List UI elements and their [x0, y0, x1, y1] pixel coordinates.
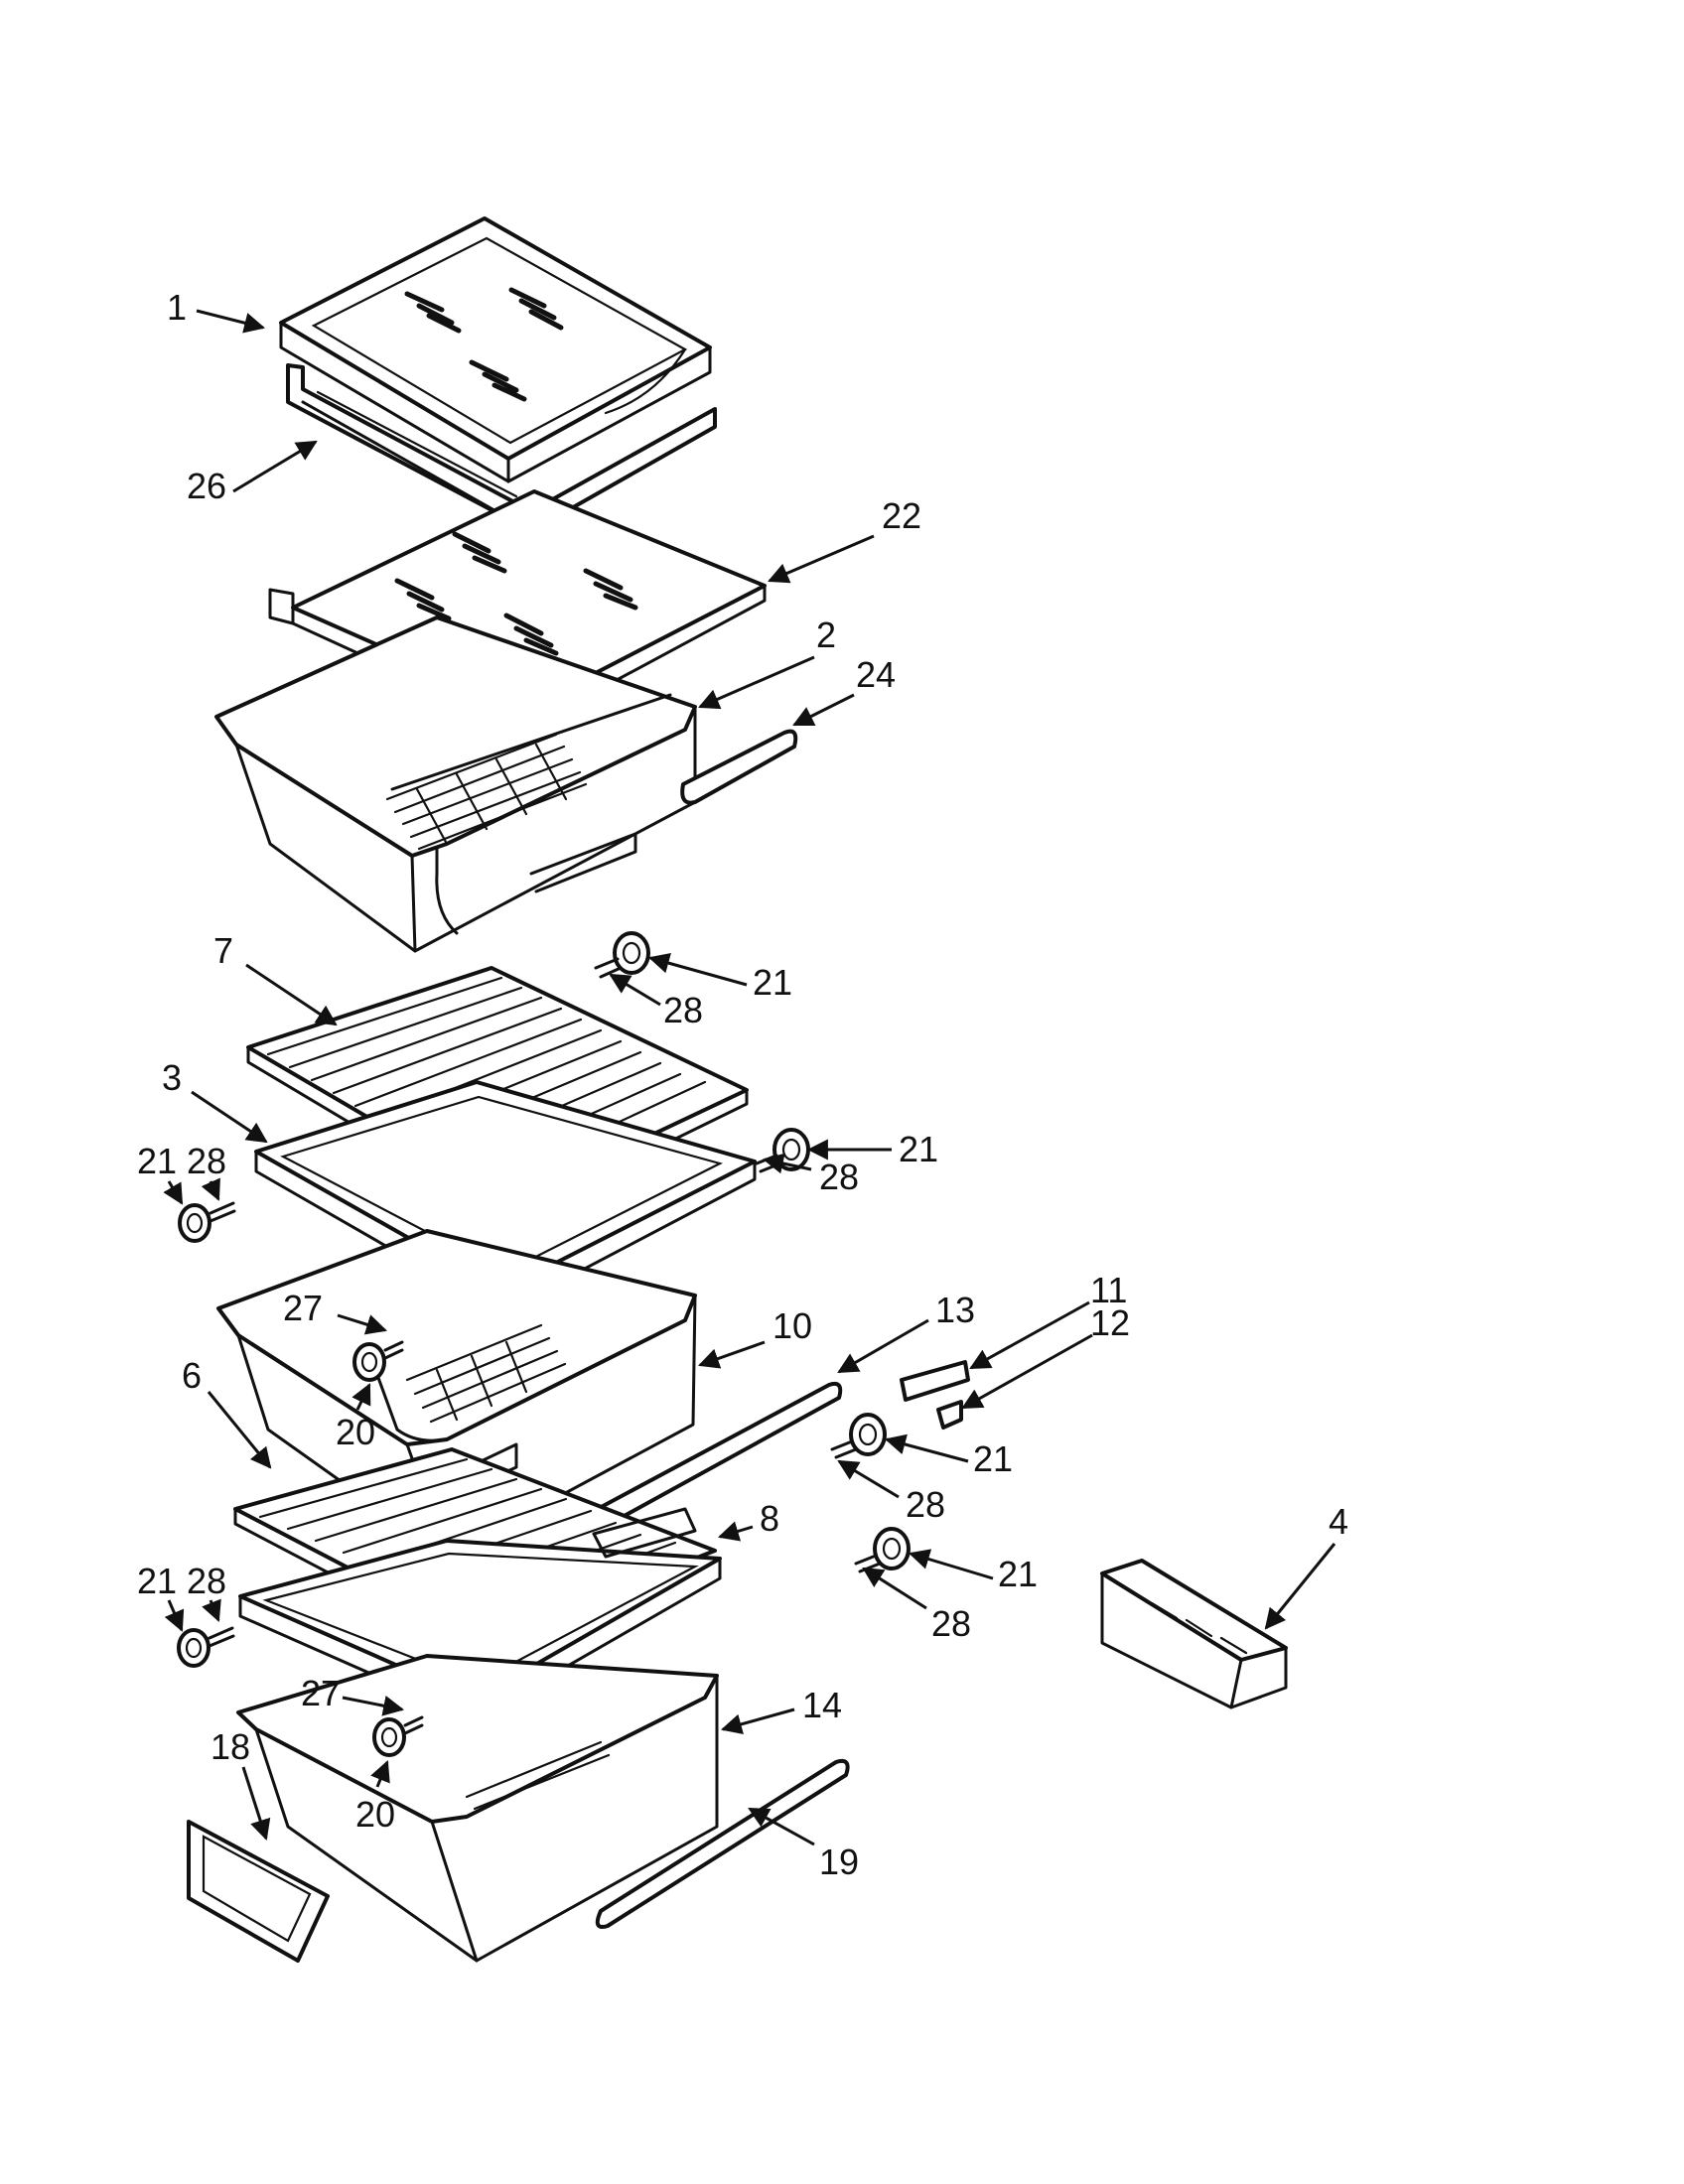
part-14-crisper-drawer: [236, 1654, 719, 1963]
callout-labels: 1 26 22 2 24 7 21 28 3 21 28 21 28 27 20…: [137, 287, 1348, 1882]
callout-11: 11: [1090, 1270, 1127, 1310]
wheel-21-left-upper: [178, 1201, 236, 1243]
callout-21: 21: [137, 1141, 177, 1181]
part-11-clip: [900, 1360, 970, 1402]
callout-24: 24: [856, 654, 896, 695]
callout-28: 28: [906, 1484, 945, 1525]
callout-1: 1: [167, 287, 187, 328]
wheel-21-top: [594, 931, 650, 979]
part-2-crisper-drawer: [214, 615, 697, 953]
part-4-door-bin: [1100, 1559, 1288, 1709]
part-12-clip: [936, 1400, 963, 1430]
callout-21: 21: [137, 1561, 177, 1601]
callout-4: 4: [1329, 1501, 1348, 1542]
part-19-drawer-trim: [595, 1758, 850, 1929]
callout-7: 7: [213, 930, 233, 971]
callout-8: 8: [760, 1498, 779, 1539]
drawer-grille: [465, 1740, 611, 1811]
callout-28: 28: [187, 1561, 226, 1601]
callout-12: 12: [1090, 1302, 1130, 1343]
wheel-assemblies: [177, 931, 911, 1757]
callout-21: 21: [973, 1438, 1013, 1479]
leader-arrows: [163, 309, 1336, 1846]
wheel-21-right-upper: [755, 1128, 810, 1173]
callout-6: 6: [182, 1355, 202, 1396]
callout-28: 28: [187, 1141, 226, 1181]
callout-19: 19: [819, 1842, 859, 1882]
wheel-21-right-middle: [830, 1413, 887, 1459]
callout-20: 20: [355, 1794, 395, 1835]
callout-20: 20: [336, 1412, 375, 1452]
callout-27: 27: [283, 1288, 323, 1328]
callout-3: 3: [162, 1057, 182, 1098]
callout-28: 28: [931, 1603, 971, 1644]
glass-reflection-marks: [394, 531, 638, 656]
part-10-crisper-drawer: [216, 1229, 697, 1559]
part-26-shelf-frame: [286, 363, 717, 533]
wheel-21-left-lower: [177, 1626, 235, 1668]
callout-21: 21: [899, 1129, 938, 1169]
callout-22: 22: [882, 495, 921, 536]
callout-27: 27: [301, 1673, 341, 1713]
callout-18: 18: [210, 1726, 250, 1767]
callout-26: 26: [187, 466, 226, 506]
callout-13: 13: [935, 1290, 975, 1330]
callout-10: 10: [772, 1305, 812, 1346]
callout-2: 2: [816, 614, 836, 655]
callout-28: 28: [819, 1157, 859, 1197]
callout-21: 21: [753, 962, 792, 1003]
part-24-drawer-trim: [680, 729, 798, 805]
wheel-20-lower: [372, 1715, 424, 1757]
callout-14: 14: [802, 1685, 842, 1725]
glass-reflection-marks: [404, 287, 564, 402]
part-18-label-frame: [187, 1820, 330, 1963]
drawer-grille: [385, 733, 588, 851]
callout-21: 21: [998, 1554, 1038, 1594]
part-13-rail-trim: [590, 1381, 843, 1532]
part-1-glass-shelf: [279, 216, 712, 483]
wheel-20-upper: [352, 1340, 404, 1382]
drawer-grille: [405, 1323, 567, 1424]
wheel-21-right-lower: [854, 1527, 911, 1573]
callout-28: 28: [663, 990, 703, 1030]
